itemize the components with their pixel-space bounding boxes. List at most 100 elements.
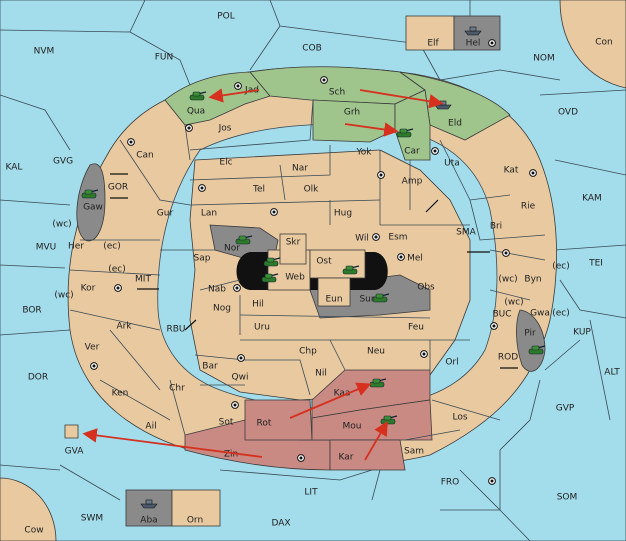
label-uru: Uru: [254, 323, 270, 333]
province-elf[interactable]: [405, 15, 455, 51]
label-rot: Rot: [257, 419, 272, 429]
label-nab: Nab: [208, 285, 226, 295]
label-kor: Kor: [81, 284, 96, 294]
label-gaw: Gaw: [83, 203, 103, 213]
supply-center-icon: [320, 76, 328, 84]
label-fro: FRO: [441, 478, 460, 488]
label-sun: Sun: [359, 295, 376, 305]
order-arrows: [82, 88, 444, 461]
supply-center-icon: [488, 39, 496, 47]
label-sap: Sap: [194, 254, 211, 264]
label-car: Car: [404, 147, 420, 157]
label-nar: Nar: [292, 164, 308, 174]
supply-center-icon: [114, 284, 122, 292]
label-lan: Lan: [201, 209, 217, 219]
label-amp: Amp: [402, 177, 423, 187]
move-arrow: [208, 88, 260, 103]
label-bar: Bar: [202, 362, 218, 372]
label-feu: Feu: [408, 323, 424, 333]
label-jos: Jos: [218, 124, 232, 134]
label-rbu: RBU: [166, 325, 185, 335]
label-gva: GVA: [65, 447, 85, 457]
label-eld: Eld: [448, 119, 462, 129]
label-aba: Aba: [140, 516, 157, 526]
move-arrow: [289, 382, 372, 419]
label-con: Con: [595, 38, 613, 48]
label-rod: ROD: [498, 353, 518, 363]
label-orn: Orn: [187, 516, 203, 526]
supply-center-icon: [198, 184, 206, 192]
supply-center-icon: [397, 253, 405, 261]
label-nom: NOM: [533, 54, 555, 64]
label-ail: Ail: [145, 422, 156, 432]
supply-center-icon: [90, 362, 98, 370]
label-hil: Hil: [252, 300, 264, 310]
supply-center-icon: [270, 208, 278, 216]
label-hug: Hug: [334, 209, 352, 219]
label-chp: Chp: [299, 347, 317, 357]
label-wil: Wil: [355, 234, 369, 244]
coast-label-kor-ec: (ec): [108, 265, 126, 275]
coast-label-kor-wc: (wc): [54, 291, 73, 301]
label-sma: SMA: [456, 228, 476, 238]
province-grh[interactable]: [312, 99, 396, 143]
coast-label-gwa-wc: (wc): [504, 298, 523, 308]
supply-center-icon: [234, 82, 242, 90]
province-orn[interactable]: [171, 489, 221, 527]
supply-center-icon: [297, 454, 305, 462]
label-neu: Neu: [367, 347, 385, 357]
label-ost: Ost: [316, 257, 332, 267]
province-skr[interactable]: [279, 233, 307, 265]
supply-center-icon: [431, 147, 439, 155]
label-nor: Nor: [224, 244, 240, 254]
label-elf: Elf: [427, 39, 439, 49]
land-borders: [69, 99, 546, 441]
label-gwa: Gwa: [530, 309, 550, 319]
label-kam: KAM: [582, 194, 602, 204]
label-her: Her: [68, 242, 84, 252]
label-los: Los: [452, 413, 467, 423]
double-arrow-icon: [425, 199, 439, 213]
supply-center-icon: [127, 138, 135, 146]
supply-center-icon: [502, 249, 510, 257]
label-mit: MIT: [135, 275, 151, 285]
label-elc: Elc: [219, 158, 232, 168]
label-uta: Uta: [444, 159, 460, 169]
coast-label-byn-ec: (ec): [552, 262, 570, 272]
label-kar: Kar: [339, 453, 354, 463]
label-chr: Chr: [169, 384, 185, 394]
province-labels: POL NVM FUN COB NOM Con Elf Hel OVD KAL …: [6, 12, 621, 536]
supply-center-icon: [488, 477, 496, 485]
label-pol: POL: [217, 12, 235, 22]
province-rot[interactable]: [244, 399, 313, 441]
label-qua: Qua: [187, 107, 205, 117]
move-arrow: [359, 89, 444, 109]
supply-center-icon: [490, 322, 498, 330]
supply-center-icon: [372, 233, 380, 241]
label-mou: Mou: [343, 422, 362, 432]
province-gaw[interactable]: [76, 163, 106, 242]
label-dor: DOR: [28, 373, 48, 383]
coast-label-gwa-ec: (ec): [552, 309, 570, 319]
province-eld[interactable]: [399, 71, 511, 141]
label-kaa: Kaa: [334, 389, 351, 399]
label-hel: Hel: [466, 39, 481, 49]
label-obs: Obs: [417, 283, 435, 293]
label-sam: Sam: [404, 447, 424, 457]
label-yok: Yok: [355, 148, 372, 158]
province-pir[interactable]: [516, 309, 546, 372]
label-gor: GOR: [108, 183, 128, 193]
label-pir: Pir: [524, 329, 536, 339]
province-eun[interactable]: [317, 277, 351, 307]
label-dax: DAX: [271, 519, 290, 529]
move-arrow: [344, 122, 399, 137]
province-mou[interactable]: [311, 399, 433, 441]
label-nog: Nog: [213, 304, 231, 314]
label-qwi: Qwi: [232, 373, 249, 383]
double-arrow-icon: [184, 319, 197, 331]
coast-labels: (wc) (ec) (ec) (wc) (ec) (wc) (wc) (ec): [52, 220, 569, 319]
move-arrow: [82, 428, 263, 458]
label-bri: Bri: [490, 222, 502, 232]
label-esm: Esm: [388, 233, 407, 243]
